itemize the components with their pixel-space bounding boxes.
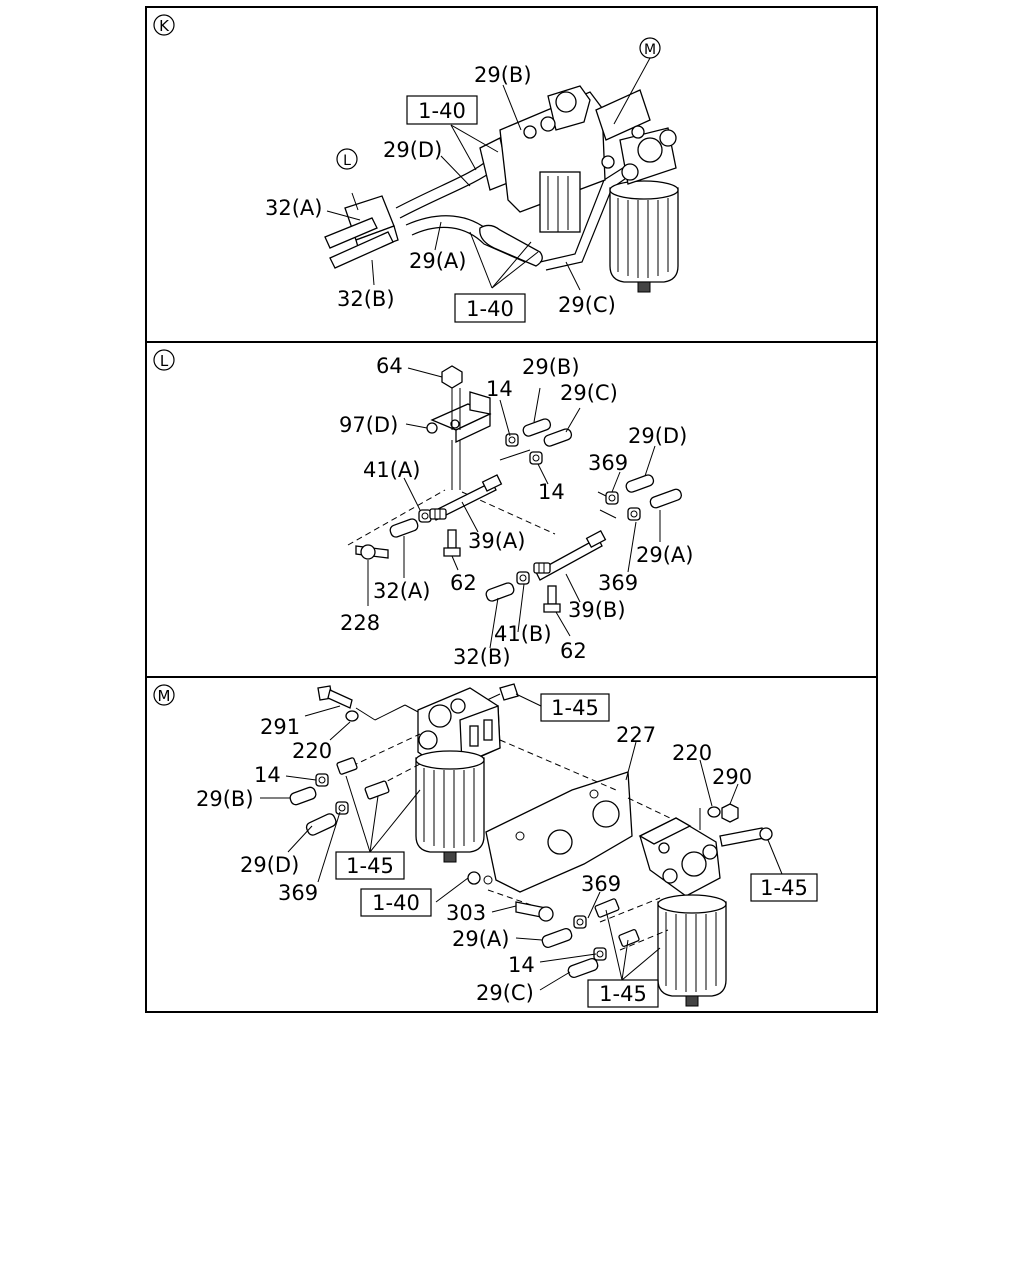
label-32b: 32(B) (337, 287, 395, 311)
panel-m-illustration (289, 683, 773, 1007)
panel-l: L (153, 349, 693, 669)
label-62-left: 62 (450, 571, 477, 595)
label-64: 64 (376, 354, 403, 378)
label-29d: 29(D) (240, 853, 299, 877)
ref-box-1-45-left (335, 851, 405, 880)
panel-l-illustration (347, 365, 682, 613)
label-1-40-bottom: 1-40 (466, 297, 514, 321)
diagram-frame (145, 6, 878, 1013)
ref-box-1-45-bottom (587, 979, 659, 1008)
label-303: 303 (446, 901, 486, 925)
label-369-right: 369 (581, 872, 621, 896)
label-29b: 29(B) (474, 63, 532, 87)
panel-l-leaders (367, 367, 661, 649)
label-369-top: 369 (588, 451, 628, 475)
panel-m-leaders (260, 693, 783, 991)
label-32a: 32(A) (265, 196, 322, 220)
label-62-right: 62 (560, 639, 587, 663)
label-220-left: 220 (292, 739, 332, 763)
panel-l-marker: L (153, 349, 175, 371)
label-41a: 41(A) (363, 458, 420, 482)
panel-k-marker: K (153, 14, 175, 36)
panel-l-letter: L (160, 352, 169, 370)
label-32a: 32(A) (373, 579, 430, 603)
label-1-45-left: 1-45 (346, 854, 394, 878)
panel-k-letter: K (159, 17, 170, 35)
label-29a: 29(A) (409, 249, 466, 273)
label-29a: 29(A) (452, 927, 509, 951)
label-228: 228 (340, 611, 380, 635)
label-1-40-top: 1-40 (418, 99, 466, 123)
ref-box-1-40 (360, 888, 432, 917)
ref-box-1-45-top (540, 693, 610, 722)
panel-m-marker: M (153, 684, 175, 706)
label-1-40: 1-40 (372, 891, 420, 915)
label-39b: 39(B) (568, 598, 626, 622)
panel-k-illustration (324, 85, 679, 293)
label-220-right: 220 (672, 741, 712, 765)
label-291: 291 (260, 715, 300, 739)
label-369-left: 369 (278, 881, 318, 905)
label-290: 290 (712, 765, 752, 789)
callout-l-marker (336, 148, 358, 170)
callout-m-letter: M (644, 42, 656, 58)
ref-box-1-45-right (750, 873, 818, 902)
label-32b: 32(B) (453, 645, 511, 669)
label-14-top: 14 (254, 763, 281, 787)
label-369-bottom: 369 (598, 571, 638, 595)
label-29c: 29(C) (558, 293, 616, 317)
label-227: 227 (616, 723, 656, 747)
label-14-mid: 14 (538, 480, 565, 504)
ref-box-1-40-bottom (454, 293, 526, 323)
label-14-top: 14 (486, 377, 513, 401)
label-97d: 97(D) (339, 413, 398, 437)
label-29b: 29(B) (522, 355, 580, 379)
label-29c: 29(C) (476, 981, 534, 1005)
label-29b: 29(B) (196, 787, 254, 811)
callout-l-letter: L (343, 153, 351, 169)
label-41b: 41(B) (494, 622, 552, 646)
label-1-45-top: 1-45 (551, 696, 599, 720)
label-29a: 29(A) (636, 543, 693, 567)
label-1-45-right: 1-45 (760, 876, 808, 900)
callout-m-marker (639, 37, 661, 59)
panel-m-letter: M (158, 687, 171, 705)
label-29d: 29(D) (383, 138, 442, 162)
ref-box-1-40-top (406, 95, 478, 125)
label-29d: 29(D) (628, 424, 687, 448)
panel-k: K (153, 14, 679, 323)
label-1-45-bottom: 1-45 (599, 982, 647, 1006)
label-39a: 39(A) (468, 529, 525, 553)
label-29c: 29(C) (560, 381, 618, 405)
panel-k-leaders (326, 57, 651, 291)
label-14-bottom: 14 (508, 953, 535, 977)
panel-m: M (153, 683, 818, 1008)
